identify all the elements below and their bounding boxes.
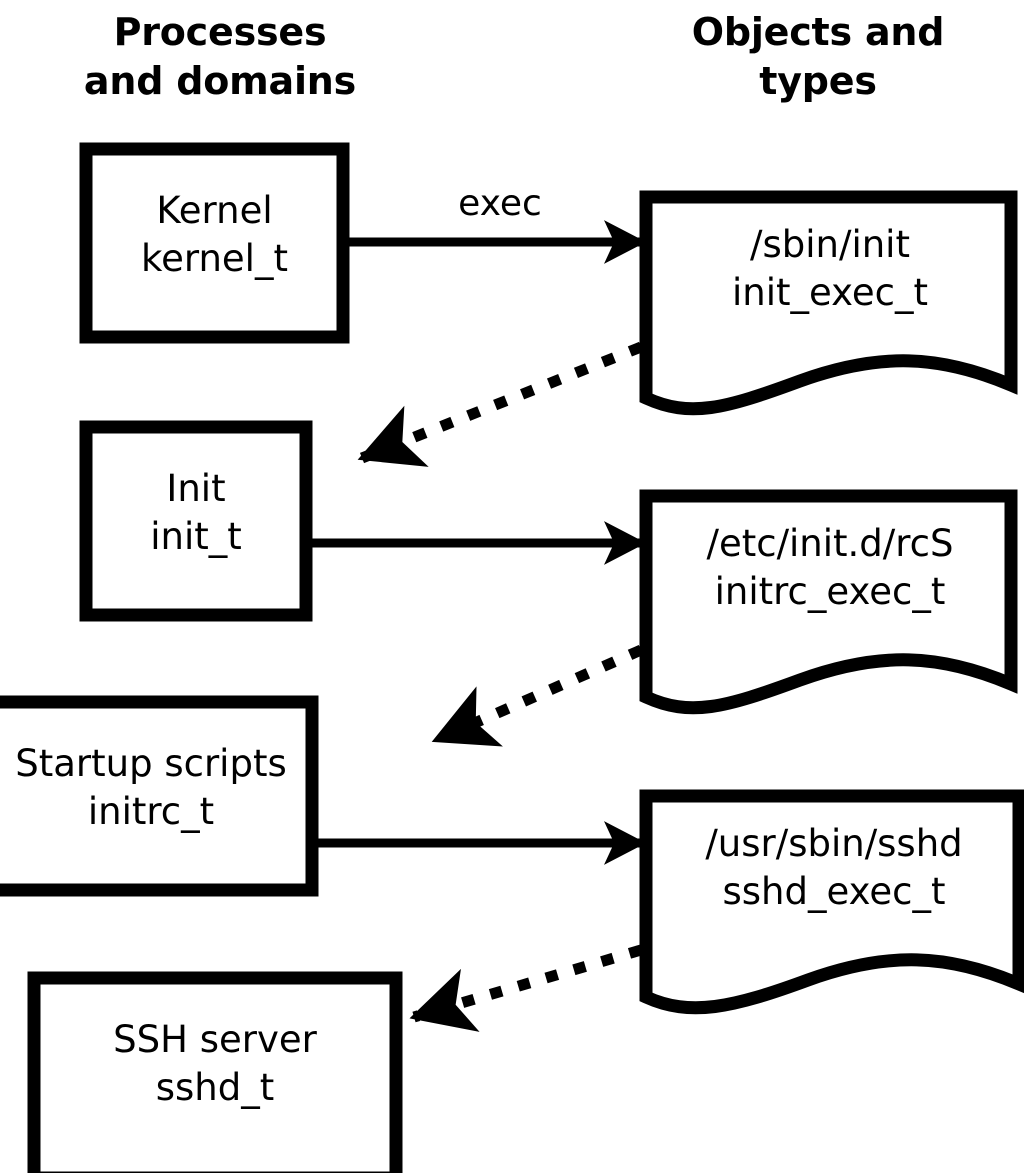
column-heading-objects: Objects and types [691,10,945,103]
edge-label-exec: exec [458,183,542,224]
object-document-sshd-exec[interactable] [639,789,1024,1015]
process-box-initrc[interactable] [0,695,319,897]
object-document-initrc-exec[interactable] [639,489,1018,715]
object-document-init-exec[interactable] [639,190,1018,416]
process-box-sshd[interactable] [27,971,403,1173]
process-box-init[interactable] [79,420,313,622]
edge-init-exec-transition [357,341,644,467]
edge-sshd-exec-transition [409,944,643,1032]
edge-initrc-exec-transition [431,644,644,747]
column-heading-processes: Processes and domains [83,10,357,103]
process-box-kernel[interactable] [79,142,350,344]
